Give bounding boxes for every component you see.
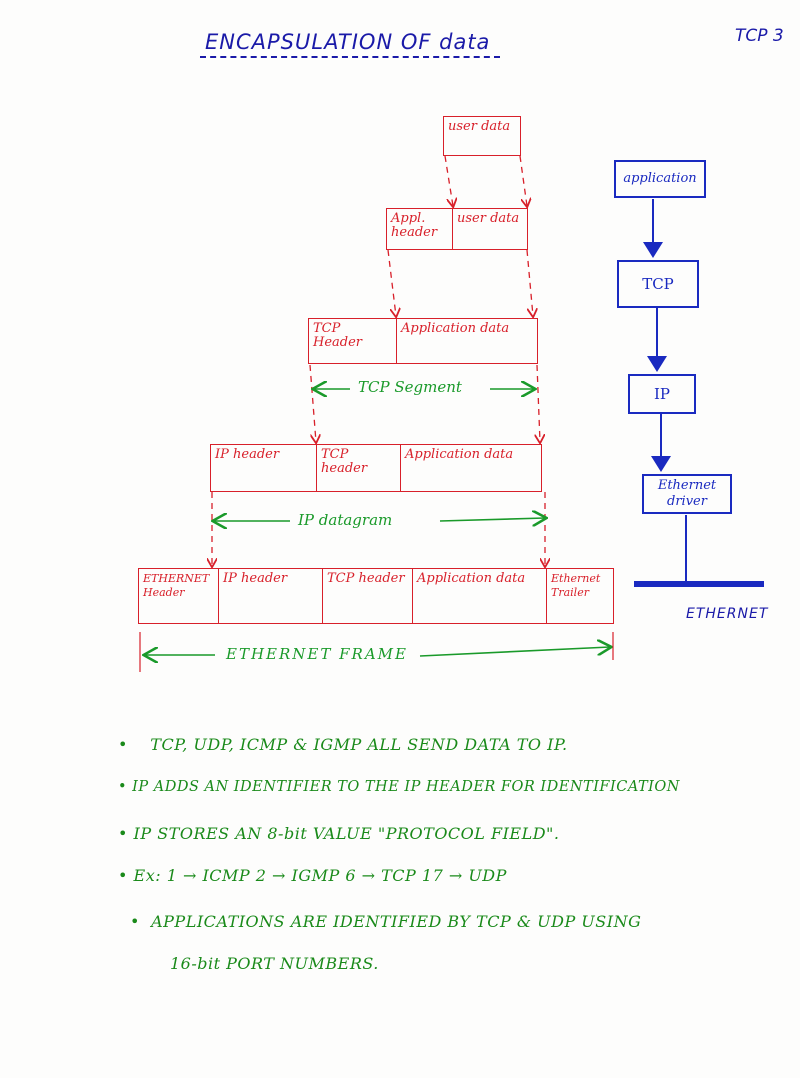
stack-ip-box: IP <box>628 374 696 414</box>
ethernet-header-cell: ETHERNET Header <box>139 569 219 623</box>
tcp-header-cell: TCP header <box>317 445 401 491</box>
note-item: • IP STORES AN 8-bit VALUE "PROTOCOL FIE… <box>118 824 560 843</box>
note-continuation: 16-bit PORT NUMBERS. <box>170 954 379 973</box>
application-data-cell: Application data <box>413 569 547 623</box>
ethernet-frame-box: ETHERNET Header IP header TCP header App… <box>138 568 614 624</box>
appl-header-box: Appl. header user data <box>386 208 528 250</box>
stack-tcp-box: TCP <box>617 260 699 308</box>
note-text: Ex: 1 → ICMP 2 → IGMP 6 → TCP 17 → UDP <box>133 866 507 885</box>
note-item: • APPLICATIONS ARE IDENTIFIED BY TCP & U… <box>130 912 641 931</box>
tcp-segment-label: TCP Segment <box>354 378 466 396</box>
ip-datagram-box: IP header TCP header Application data <box>210 444 542 492</box>
note-item: • TCP, UDP, ICMP & IGMP ALL SEND DATA TO… <box>118 735 568 754</box>
stack-application-box: application <box>614 160 706 198</box>
user-data-box: user data <box>443 116 521 156</box>
note-item: • IP ADDS AN IDENTIFIER TO THE IP HEADER… <box>118 779 680 795</box>
note-item: • Ex: 1 → ICMP 2 → IGMP 6 → TCP 17 → UDP <box>118 866 507 885</box>
bullet: • <box>118 779 133 795</box>
tcp-header-cell: TCP header <box>323 569 413 623</box>
ip-header-cell: IP header <box>219 569 323 623</box>
appl-header-cell: Appl. header <box>387 209 453 249</box>
user-data-cell: user data <box>448 119 511 134</box>
application-data-cell: Application data <box>405 447 514 462</box>
bullet: • <box>130 912 152 931</box>
user-data-cell: user data <box>457 211 520 226</box>
ethernet-trailer-cell: Ethernet Trailer <box>551 572 601 599</box>
title-underline <box>200 56 500 58</box>
bullet: • <box>118 866 134 885</box>
ip-datagram-label: IP datagram <box>294 511 397 529</box>
note-text: IP STORES AN 8-bit VALUE "PROTOCOL FIELD… <box>133 824 560 843</box>
bullet: • <box>118 735 151 754</box>
tcp-header-cell: TCP Header <box>309 319 397 363</box>
ethernet-frame-label: ETHERNET FRAME <box>222 645 412 663</box>
note-text: IP ADDS AN IDENTIFIER TO THE IP HEADER F… <box>132 779 680 795</box>
ip-header-cell: IP header <box>211 445 317 491</box>
application-data-cell: Application data <box>401 321 510 336</box>
stack-ethernet-driver-box: Ethernet driver <box>642 474 732 514</box>
note-text: TCP, UDP, ICMP & IGMP ALL SEND DATA TO I… <box>150 735 568 754</box>
page-number: TCP 3 <box>735 26 784 46</box>
ethernet-network-label: ETHERNET <box>686 606 769 622</box>
note-text: APPLICATIONS ARE IDENTIFIED BY TCP & UDP… <box>151 912 642 931</box>
bullet: • <box>118 824 134 843</box>
tcp-segment-box: TCP Header Application data <box>308 318 538 364</box>
page-title: ENCAPSULATION OF data <box>205 30 491 54</box>
